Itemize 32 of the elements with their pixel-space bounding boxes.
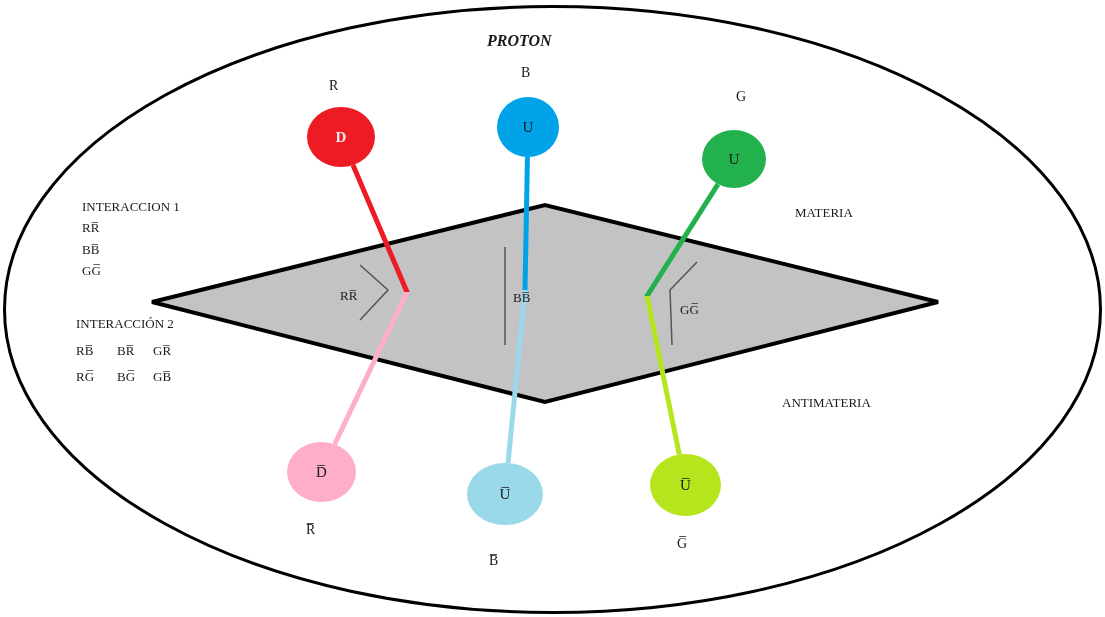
text-label: INTERACCIÓN 2 bbox=[76, 316, 174, 332]
text-label: GR̅ bbox=[153, 343, 172, 359]
text-label: RR̅ bbox=[340, 288, 358, 304]
color-line bbox=[332, 164, 410, 446]
text-label: ANTIMATERIA bbox=[782, 395, 871, 411]
quark-letter: U̅ bbox=[498, 485, 512, 503]
color-charge-label: R̅ bbox=[306, 522, 316, 539]
color-charge-label: R bbox=[329, 78, 339, 95]
quark-letter: U bbox=[727, 150, 741, 168]
text-label: RR̅ bbox=[82, 220, 100, 236]
color-charge-label: G bbox=[736, 89, 747, 106]
color-line bbox=[644, 182, 721, 455]
quark-letter: D̅ bbox=[315, 463, 328, 481]
text-label: GB̅ bbox=[153, 369, 172, 385]
quark-letter: U bbox=[521, 118, 535, 136]
text-label: BG̅ bbox=[117, 369, 136, 385]
text-label: GG̅ bbox=[82, 263, 101, 279]
quark-letter: U̅ bbox=[679, 476, 692, 494]
text-label: RB̅ bbox=[76, 343, 94, 359]
text-label: BB̅ bbox=[82, 242, 100, 258]
quark-letter: D bbox=[334, 128, 348, 146]
text-label: INTERACCION 1 bbox=[82, 199, 180, 215]
text-label: BB̅ bbox=[513, 290, 531, 306]
title-text: PROTON bbox=[487, 32, 552, 50]
text-label: BR̅ bbox=[117, 343, 135, 359]
text-label: MATERIA bbox=[795, 205, 853, 221]
color-charge-label: G̅ bbox=[677, 536, 688, 553]
color-line bbox=[505, 156, 530, 464]
text-label: RG̅ bbox=[76, 369, 95, 385]
color-charge-label: B̅ bbox=[489, 553, 499, 570]
text-label: GG̅ bbox=[680, 302, 699, 318]
color-charge-label: B bbox=[521, 65, 531, 82]
